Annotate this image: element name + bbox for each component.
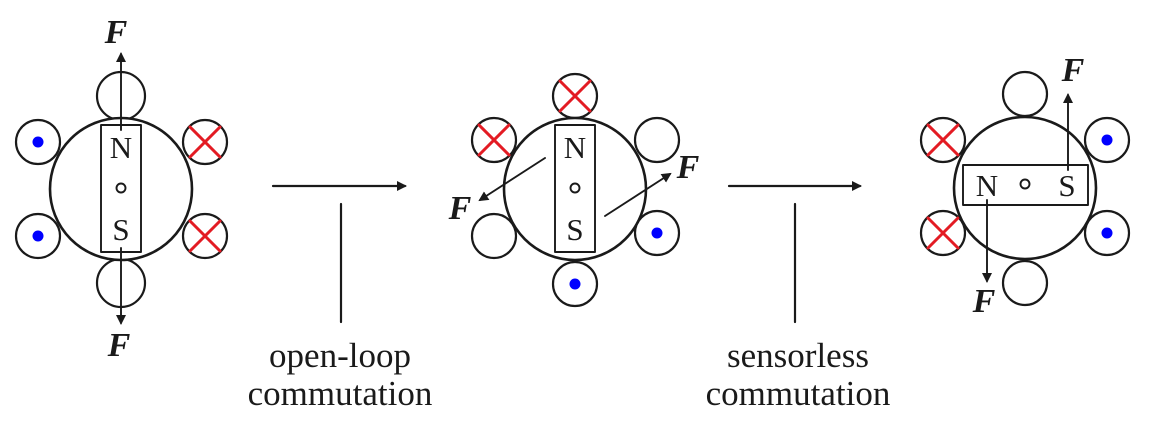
rotor-shaft bbox=[569, 182, 581, 194]
slot-right-top-dot bbox=[1083, 116, 1131, 164]
slot-left-top-dot bbox=[14, 118, 62, 166]
south-pole-label: S bbox=[566, 212, 583, 247]
force-label-top: F bbox=[104, 14, 128, 51]
current-out-dot-icon bbox=[1101, 134, 1113, 146]
current-in-cross-icon bbox=[926, 216, 960, 250]
motor-state-2: N S F F bbox=[448, 72, 700, 308]
slot-right-bottom-cross bbox=[181, 212, 229, 260]
slot-left-bottom-cross bbox=[919, 209, 967, 257]
motor-state-3: N S F F bbox=[919, 52, 1131, 320]
current-in-cross-icon bbox=[188, 125, 222, 159]
rotor-shaft bbox=[115, 182, 127, 194]
current-out-dot-icon bbox=[1101, 227, 1113, 239]
south-pole-label: S bbox=[1058, 168, 1075, 203]
rotor-magnet bbox=[962, 164, 1089, 206]
transition-label-line-1: open-loop bbox=[269, 336, 411, 375]
force-arrow-left bbox=[478, 157, 546, 202]
current-out-dot-icon bbox=[569, 278, 581, 290]
force-label-bottom: F bbox=[972, 283, 996, 320]
transition-label-line-2: commutation bbox=[248, 374, 433, 413]
transition-label-line-1: sensorless bbox=[727, 336, 869, 375]
slot-bottom-empty bbox=[1001, 259, 1049, 307]
north-pole-label: N bbox=[564, 130, 586, 165]
current-in-cross-icon bbox=[188, 219, 222, 253]
transition-label-line-2: commutation bbox=[706, 374, 891, 413]
slot-bottom-dot bbox=[551, 260, 599, 308]
force-label-bottom: F bbox=[107, 327, 131, 364]
force-arrow-right bbox=[604, 172, 672, 217]
slot-right-top-cross bbox=[181, 118, 229, 166]
slot-left-bottom-empty bbox=[470, 212, 518, 260]
current-out-dot-icon bbox=[32, 230, 44, 242]
slot-right-top-empty bbox=[633, 116, 681, 164]
south-pole-label: S bbox=[112, 212, 129, 247]
slot-top-cross bbox=[551, 72, 599, 120]
slot-right-bottom-dot bbox=[1083, 209, 1131, 257]
current-in-cross-icon bbox=[926, 123, 960, 157]
rotor-magnet bbox=[554, 124, 596, 253]
slot-left-bottom-dot bbox=[14, 212, 62, 260]
transition-sensorless: sensorless commutation bbox=[706, 181, 891, 413]
current-out-dot-icon bbox=[32, 136, 44, 148]
current-in-cross-icon bbox=[558, 79, 592, 113]
slot-top-empty bbox=[1001, 70, 1049, 118]
north-pole-label: N bbox=[110, 130, 132, 165]
rotor-shaft bbox=[1019, 178, 1031, 190]
slot-left-top-cross bbox=[470, 116, 518, 164]
force-label-left: F bbox=[448, 190, 472, 227]
slot-left-top-cross bbox=[919, 116, 967, 164]
transition-open-loop: open-loop commutation bbox=[248, 181, 433, 413]
current-out-dot-icon bbox=[651, 227, 663, 239]
force-label-top: F bbox=[1061, 52, 1085, 89]
current-in-cross-icon bbox=[477, 123, 511, 157]
slot-right-bottom-dot bbox=[633, 209, 681, 257]
north-pole-label: N bbox=[976, 168, 998, 203]
force-label-right: F bbox=[676, 149, 700, 186]
motor-state-1: N S F F bbox=[14, 14, 229, 364]
